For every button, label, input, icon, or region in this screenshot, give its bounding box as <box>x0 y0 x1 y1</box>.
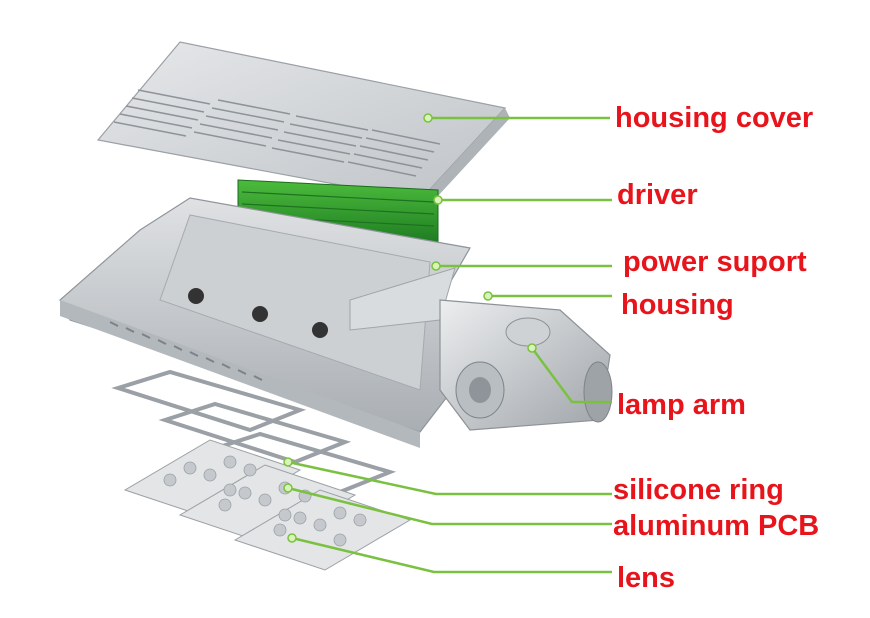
leader-lamp-arm <box>530 347 612 404</box>
leader-dot-icon <box>433 195 443 205</box>
leader-dot-icon <box>283 457 293 467</box>
leader-dot-icon <box>483 291 493 301</box>
label-housing: housing <box>621 289 734 321</box>
lens-part <box>123 439 412 571</box>
leader-dot-icon <box>431 261 441 271</box>
leader-dot-icon <box>527 343 537 353</box>
lamp-arm-part <box>439 299 613 431</box>
leader-silicone-ring <box>287 460 612 496</box>
label-silicone-ring: silicone ring <box>613 474 784 506</box>
leader-lens <box>291 536 612 574</box>
housing-cover-part <box>96 41 510 210</box>
label-housing-cover: housing cover <box>615 102 814 134</box>
leader-dot-icon <box>283 483 293 493</box>
leader-aluminum-pcb <box>287 486 612 526</box>
leader-dot-icon <box>423 113 433 123</box>
label-driver: driver <box>617 179 698 211</box>
label-lamp-arm: lamp arm <box>617 389 746 421</box>
leader-lines <box>287 116 612 574</box>
leader-dot-icon <box>287 533 297 543</box>
label-lens: lens <box>617 562 676 594</box>
label-power-suport: power suport <box>623 246 807 278</box>
leader-dots <box>283 113 537 543</box>
housing-part <box>59 197 471 448</box>
label-aluminum-pcb: aluminum PCB <box>613 510 820 542</box>
